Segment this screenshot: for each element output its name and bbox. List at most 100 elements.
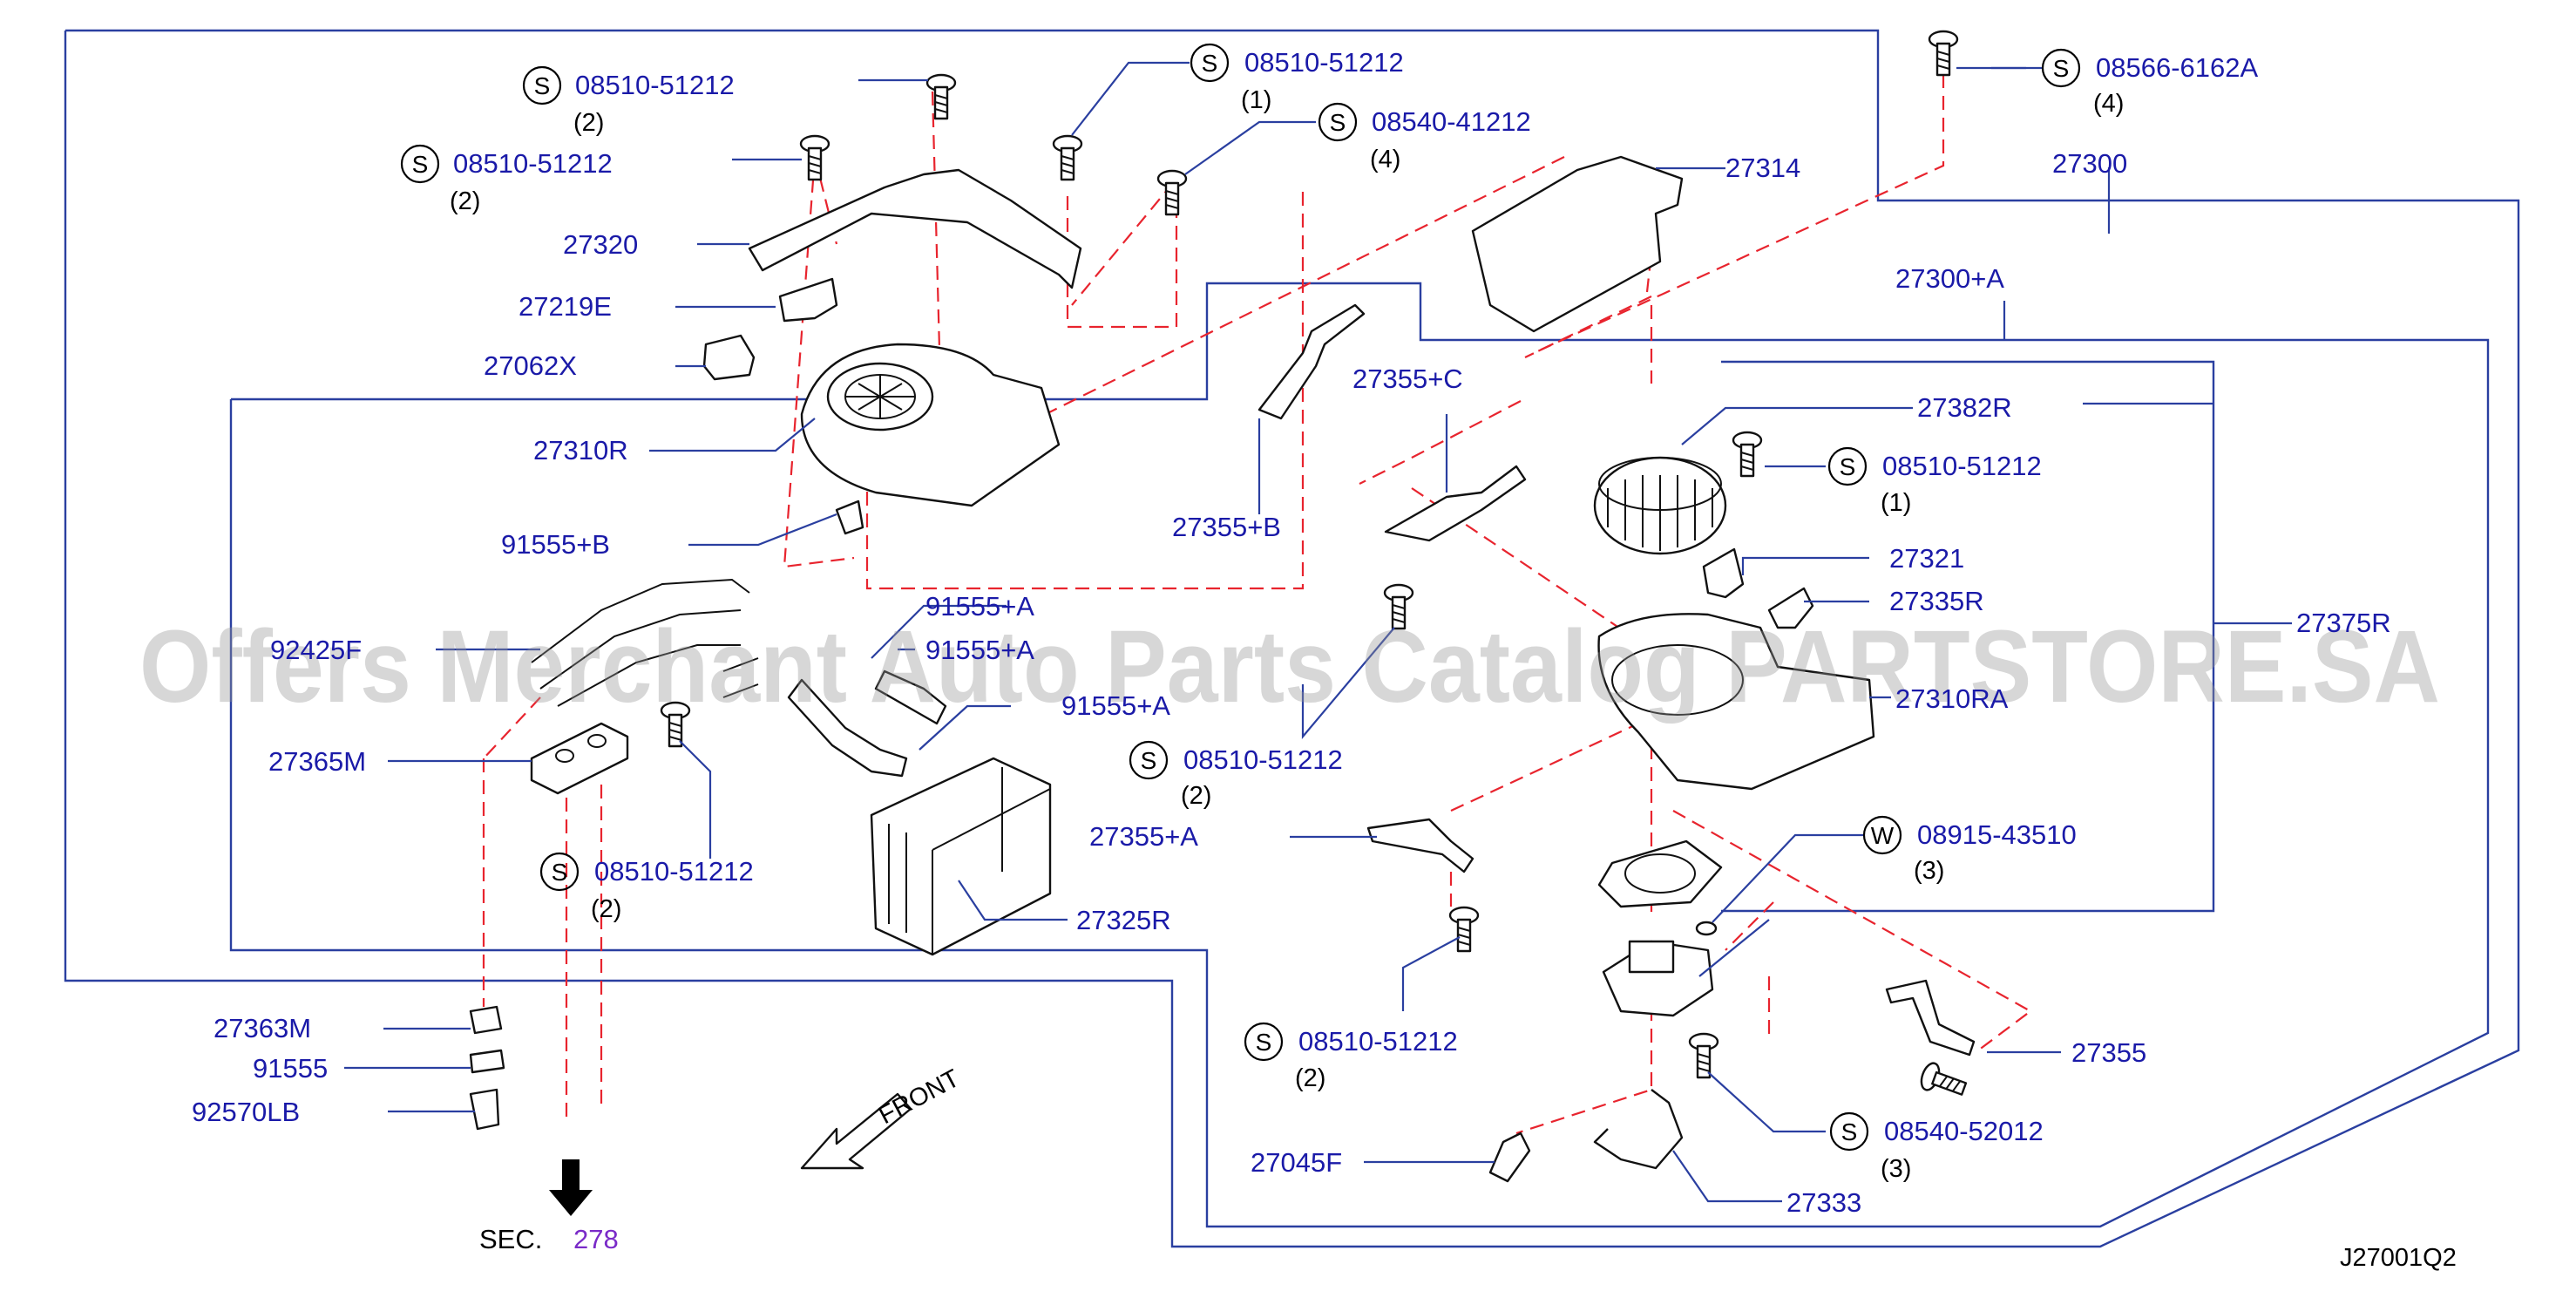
part-label-27320[interactable]: 27320 [563,229,638,260]
hose [787,678,908,778]
part-label-91555[interactable]: 91555 [253,1053,328,1084]
part-label-27355c[interactable]: 27355+C [1352,364,1463,394]
screw-icon [1156,169,1188,216]
quantity: (3) [1914,857,1944,885]
callout-c9: W 08915-43510 (3) [1862,815,2077,885]
callout-c6: S 08510-51212 (1) [1827,446,2042,517]
quantity: (2) [1295,1064,1325,1092]
part-label-91555a[interactable]: 91555+A [1061,690,1170,721]
clamp-91555 [469,1049,505,1074]
part-label-27355a[interactable]: 27355+A [1089,821,1198,852]
part-number[interactable]: 08540-41212 [1372,106,1531,137]
part-label-27375r[interactable]: 27375R [2296,608,2391,638]
part-label-27335r[interactable]: 27335R [1889,586,1984,616]
part-label-27355[interactable]: 27355 [2071,1037,2146,1068]
callout-c11: S 08540-52012 (3) [1829,1111,2044,1183]
callout-symbol: S [412,151,429,178]
screw-icon [1052,134,1083,181]
frame-27375r [1721,360,2215,913]
part-label-91555a[interactable]: 91555+A [925,635,1034,665]
screw-icon [1928,30,1959,77]
parts-art [469,30,1976,1216]
section-prefix: SEC. [479,1224,542,1254]
part-label-92425f[interactable]: 92425F [270,635,362,665]
part-label-27363m[interactable]: 27363M [214,1013,311,1043]
callout-c1: S 08510-51212 (2) [522,65,735,137]
clip-91555b [835,499,864,535]
section-number[interactable]: 278 [573,1224,619,1254]
gasket [1597,839,1723,908]
part-number[interactable]: 08510-51212 [575,70,735,100]
washer [1695,921,1718,936]
part-number[interactable]: 08510-51212 [453,148,613,179]
part-label-91555b[interactable]: 91555+B [501,529,610,560]
part-number[interactable]: 08540-52012 [1884,1116,2044,1146]
frame-27300 [64,29,2520,1248]
part-label-91555a[interactable]: 91555+A [925,591,1034,622]
quantity: (1) [1241,86,1271,114]
part-number[interactable]: 08510-51212 [1183,744,1343,775]
heater-core-27325r [870,757,1052,956]
part-number[interactable]: 08510-51212 [594,856,754,887]
heater-pipes-92425f [531,578,759,707]
callout-c7: S 08510-51212 (2) [1129,740,1343,810]
part-number[interactable]: 08566-6162A [2096,52,2258,83]
part-number[interactable]: 08510-51212 [1298,1026,1458,1057]
part-label-27314[interactable]: 27314 [1725,153,1800,183]
callout-symbol: S [1841,1118,1858,1145]
callout-symbol: S [1330,109,1346,136]
screw-icon [925,73,957,120]
quantity: (2) [450,187,480,215]
part-label-27062x[interactable]: 27062X [484,350,577,381]
bracket-27321 [1702,547,1745,599]
callout-symbol: S [1840,453,1856,480]
leader-lines [344,61,2061,1203]
actuator-27335r [1767,587,1814,629]
diagram-code: J27001Q2 [2340,1244,2457,1272]
quantity: (4) [1370,146,1400,173]
part-label-27325r[interactable]: 27325R [1076,905,1171,935]
screw-icon [1732,431,1763,478]
callout-c4: S 08540-41212 (4) [1318,102,1531,173]
part-label-27300[interactable]: 27300 [2052,148,2127,179]
assembly-frames [64,29,2520,1248]
quantity: (2) [591,895,621,923]
quantity: (2) [1181,782,1211,810]
callout-c3: S 08510-51212 (1) [1190,43,1404,114]
part-label-27355b[interactable]: 27355+B [1172,512,1281,542]
part-number[interactable]: 08510-51212 [1244,47,1404,78]
quantity: (3) [1881,1155,1911,1183]
part-label-27310r[interactable]: 27310R [533,435,628,466]
part-label-27219e[interactable]: 27219E [519,291,612,322]
callout-c5: S 08566-6162A (4) [2041,48,2258,118]
quantity: (4) [2093,90,2124,118]
bracket-27355c [1384,465,1527,542]
hose [874,669,947,725]
clip-27045f [1488,1132,1531,1183]
part-label-27333[interactable]: 27333 [1786,1187,1861,1218]
part-number[interactable]: 08915-43510 [1917,819,2077,850]
callout-symbol: S [1256,1029,1272,1056]
screw-icon [799,134,830,181]
bracket-27355b [1257,303,1366,420]
motor-27333 [1593,940,1714,1170]
quantity: (2) [573,109,604,137]
part-label-27321[interactable]: 27321 [1889,543,1964,574]
part-label-27365m[interactable]: 27365M [268,746,366,777]
grommet-27365m [530,722,629,795]
part-label-27300a[interactable]: 27300+A [1895,263,2004,294]
frame-27300a [229,282,2490,1228]
part-number[interactable]: 08510-51212 [1882,451,2042,481]
callout-symbol: S [534,72,551,99]
fan-wheel-27382r [1593,456,1727,555]
quantity: (1) [1881,489,1911,517]
grommet-27363m [469,1005,503,1035]
part-label-27310ra[interactable]: 27310RA [1895,683,2009,714]
part-label-92570lb[interactable]: 92570LB [192,1097,300,1127]
section-arrow-icon [549,1159,593,1216]
part-label-27045f[interactable]: 27045F [1251,1147,1342,1178]
callout-c2: S 08510-51212 (2) [400,144,613,215]
part-label-27382r[interactable]: 27382R [1917,392,2012,423]
callout-c10: S 08510-51212 (2) [1244,1022,1458,1092]
